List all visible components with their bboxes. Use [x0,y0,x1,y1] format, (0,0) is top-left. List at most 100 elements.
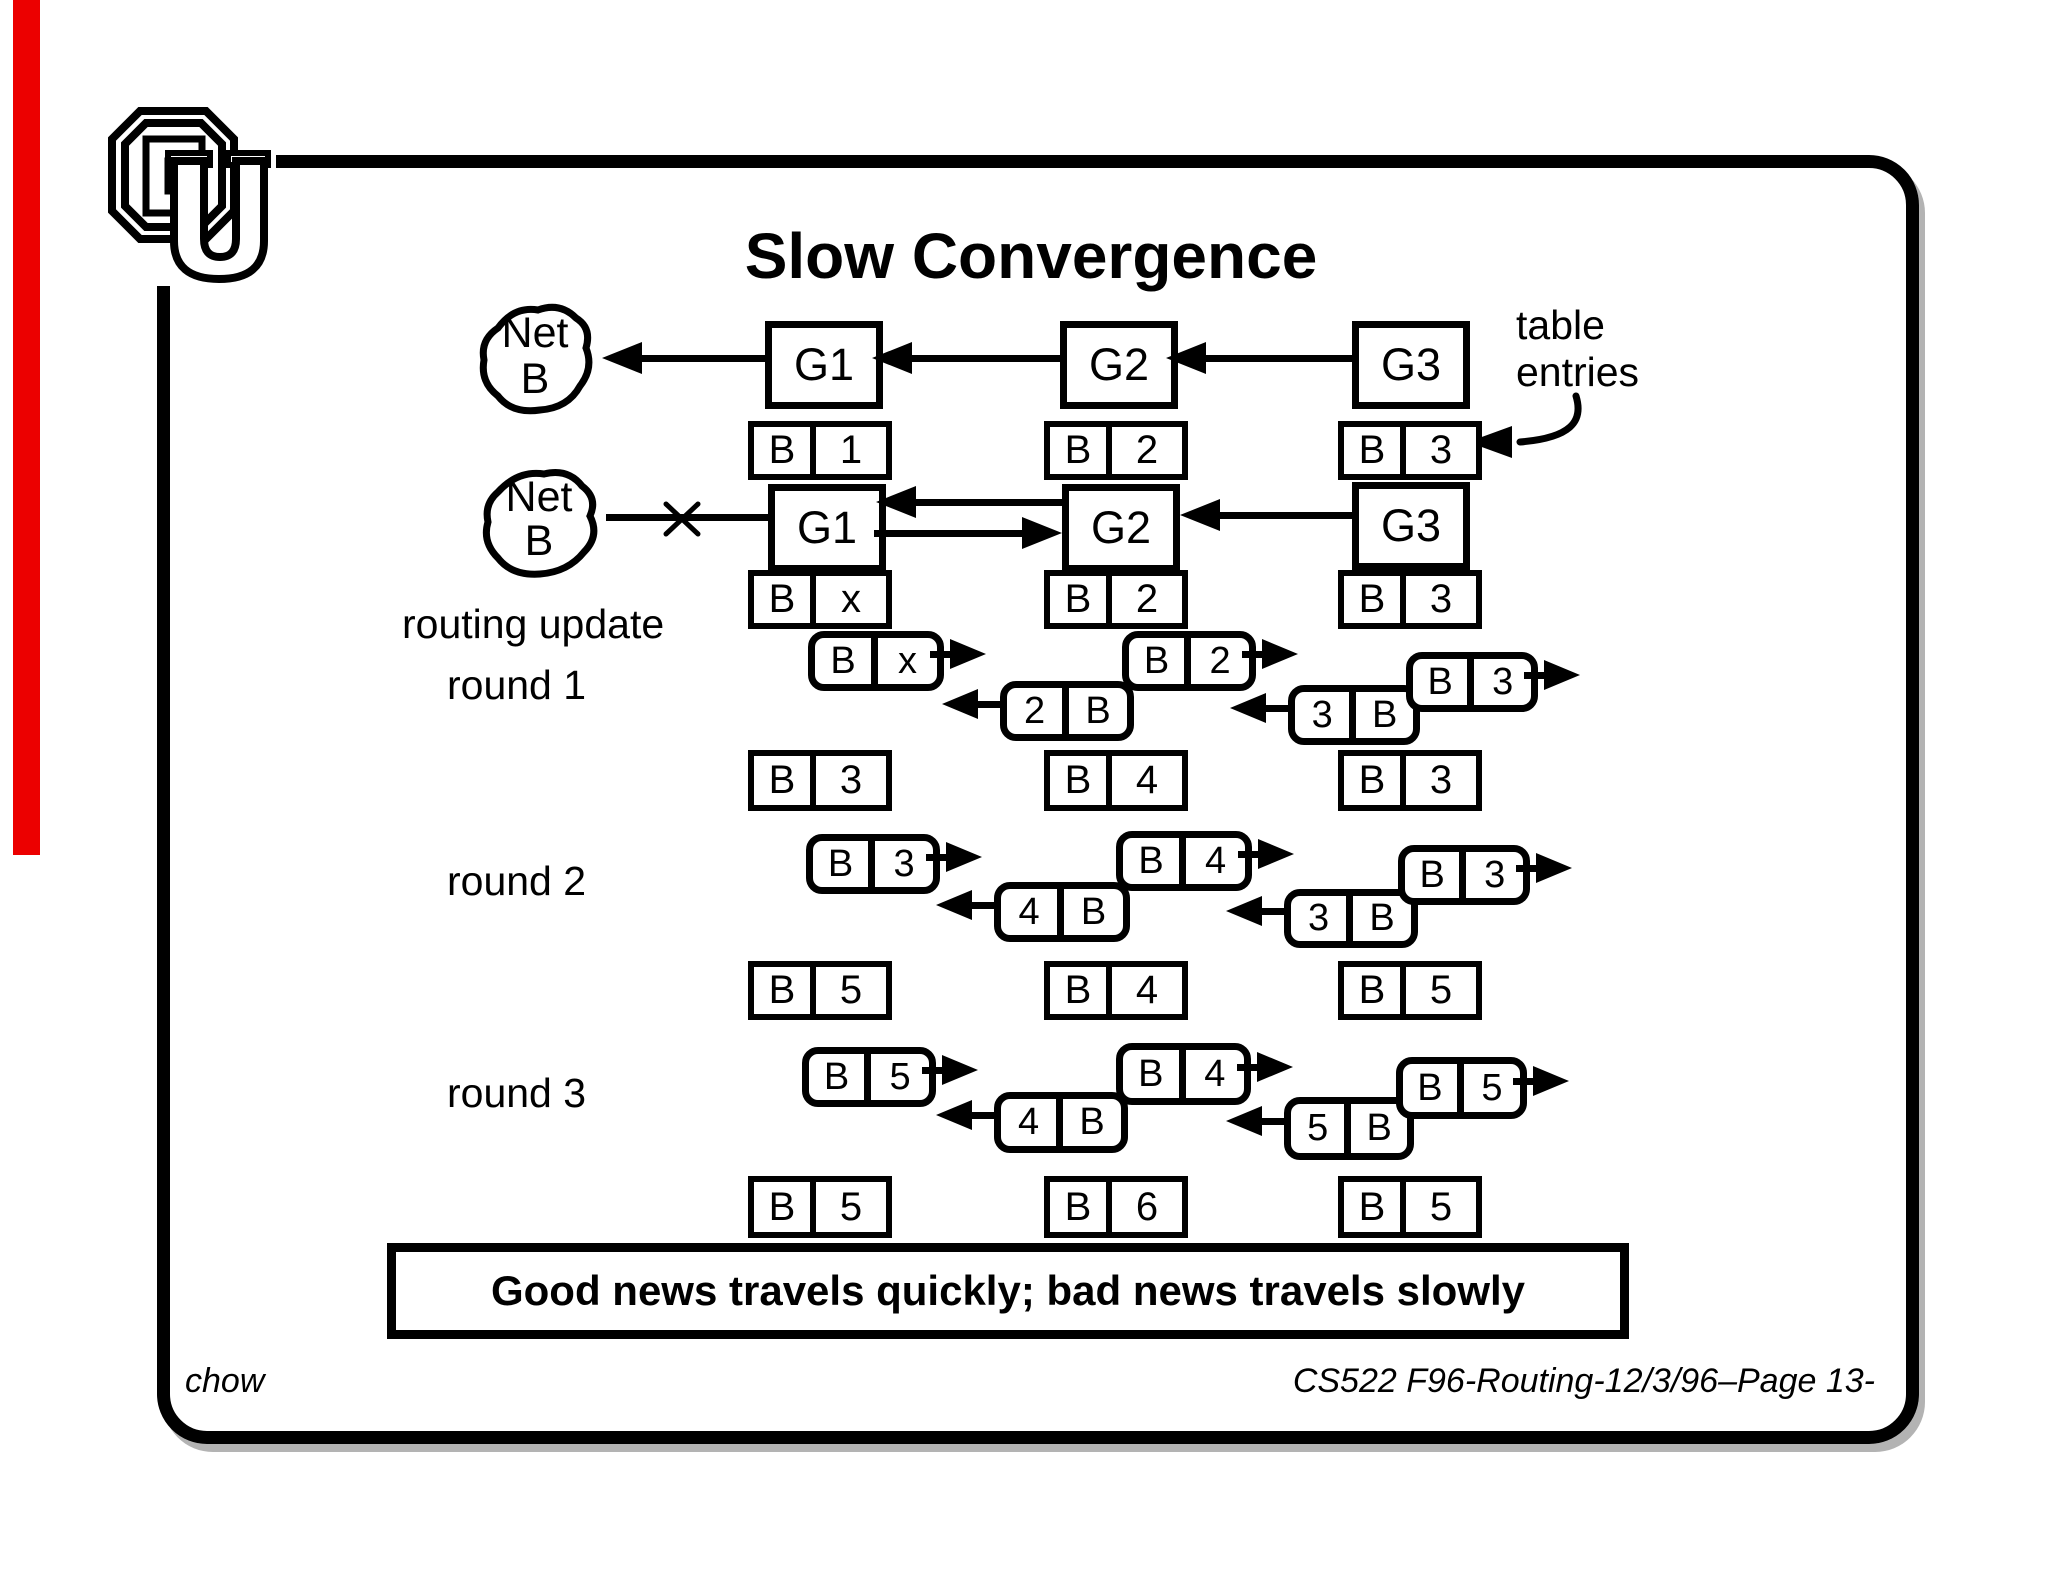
arrow-line [910,355,1060,362]
net-b-cloud-icon [482,469,598,578]
message-cell: x [898,639,918,682]
message-box: B 4 [1116,1043,1251,1105]
table-entry-metric: 5 [1429,968,1453,1012]
table-entry-metric: 3 [1429,428,1453,472]
message-cell: 5 [1291,1104,1352,1153]
arrow-left-icon [872,342,912,374]
router-g1: G1 [765,321,883,409]
message-cell: 4 [1001,889,1065,935]
message-cell: B [1369,897,1395,939]
arrow-line [972,1112,994,1119]
table-entry-dest: B [1050,576,1112,623]
table-entry: B 2 [1044,421,1188,480]
arrow-right-icon [1258,839,1294,869]
message-cell: B [1123,838,1187,884]
message-cell: B [815,638,879,684]
banner: Good news travels quickly; bad news trav… [387,1243,1629,1339]
arrow-right-icon [1533,1066,1569,1096]
left-accent-bar [13,0,40,855]
message-cell: B [1079,1101,1105,1143]
table-entry: B x [748,570,892,629]
table-entry-dest: B [754,967,816,1014]
table-entry-dest: B [1344,967,1406,1014]
message-cell: 2 [1209,639,1231,682]
message-cell: 5 [1481,1066,1503,1109]
message-cell: 2 [1007,688,1070,734]
message-box: B 3 [806,834,940,894]
arrow-line [930,651,950,658]
banner-text: Good news travels quickly; bad news trav… [490,1267,1526,1314]
message-box: B 3 [1406,652,1538,712]
arrow-left-icon [936,1100,972,1130]
message-cell: 4 [1001,1099,1064,1146]
message-box: B 5 [1396,1057,1527,1119]
message-box: 3 B [1288,685,1420,745]
table-entry-dest: B [1344,427,1406,474]
arrow-line [1513,1078,1533,1085]
message-cell: 3 [1295,692,1357,738]
message-box: 2 B [1000,681,1134,741]
table-entry: B 3 [748,750,892,811]
table-entry: B 6 [1044,1176,1188,1238]
message-cell: B [1371,693,1398,736]
message-box: B x [808,631,944,691]
table-entry: B 5 [1338,1176,1482,1238]
message-box: B 4 [1116,831,1252,891]
arrow-left-icon [602,342,642,374]
table-entry: B 4 [1044,961,1188,1020]
arrow-line [1220,512,1352,519]
arrow-left-icon [1180,499,1220,531]
table-entry: B 5 [748,1176,892,1238]
message-box: 4 B [994,882,1130,942]
message-box: 5 B [1284,1097,1414,1160]
table-entry-dest: B [1050,967,1112,1014]
arrow-line [1262,1118,1284,1125]
arrow-right-icon [946,842,982,872]
arrow-line [1266,705,1288,712]
router-g3: G3 [1352,482,1470,570]
round-3-label: round 3 [447,1070,587,1116]
table-entry: B 3 [1338,570,1482,629]
table-entries-label: table [1516,302,1605,348]
arrow-left-icon [1166,342,1206,374]
broken-link-x-icon [663,501,701,537]
arrow-right-icon [942,1055,978,1085]
message-cell: B [1085,689,1111,732]
message-cell: 5 [889,1055,911,1098]
footer-author: chow [185,1362,265,1400]
table-entry-dest: B [754,576,816,623]
net-b-cloud-icon [479,303,593,415]
net-label: B [520,355,550,403]
table-entry: B 2 [1044,570,1188,629]
arrow-line [1524,672,1544,679]
arrow-line [922,1067,942,1074]
routing-update-label: routing update [402,601,665,647]
arrow-line [1242,651,1262,658]
router-g1: G1 [768,484,886,572]
message-cell: B [1080,890,1107,933]
table-entry-dest: B [754,1182,816,1232]
arrow-line [1516,865,1536,872]
table-entry-metric: 1 [839,428,863,472]
arrow-line [978,701,1000,708]
message-cell: 3 [893,842,915,885]
arrow-right-icon [1544,660,1580,690]
table-entry: B 3 [1338,421,1482,480]
net-label: Net [501,309,569,357]
table-entry-dest: B [1344,756,1406,805]
table-entry-metric: 5 [839,1184,863,1229]
table-entry-dest: B [1050,756,1112,805]
message-cell: B [1129,638,1192,684]
table-entry-metric: 4 [1135,758,1159,802]
message-cell: B [813,841,876,887]
message-box: 3 B [1284,889,1418,948]
message-box: B 3 [1398,845,1530,905]
table-entry-dest: B [1050,427,1112,474]
net-label: B [524,517,554,565]
table-entry: B 5 [1338,961,1482,1020]
arrow-line [1262,908,1284,915]
table-entry-dest: B [1344,1182,1406,1232]
arrow-line [1204,355,1352,362]
round-2-label: round 2 [447,858,587,904]
